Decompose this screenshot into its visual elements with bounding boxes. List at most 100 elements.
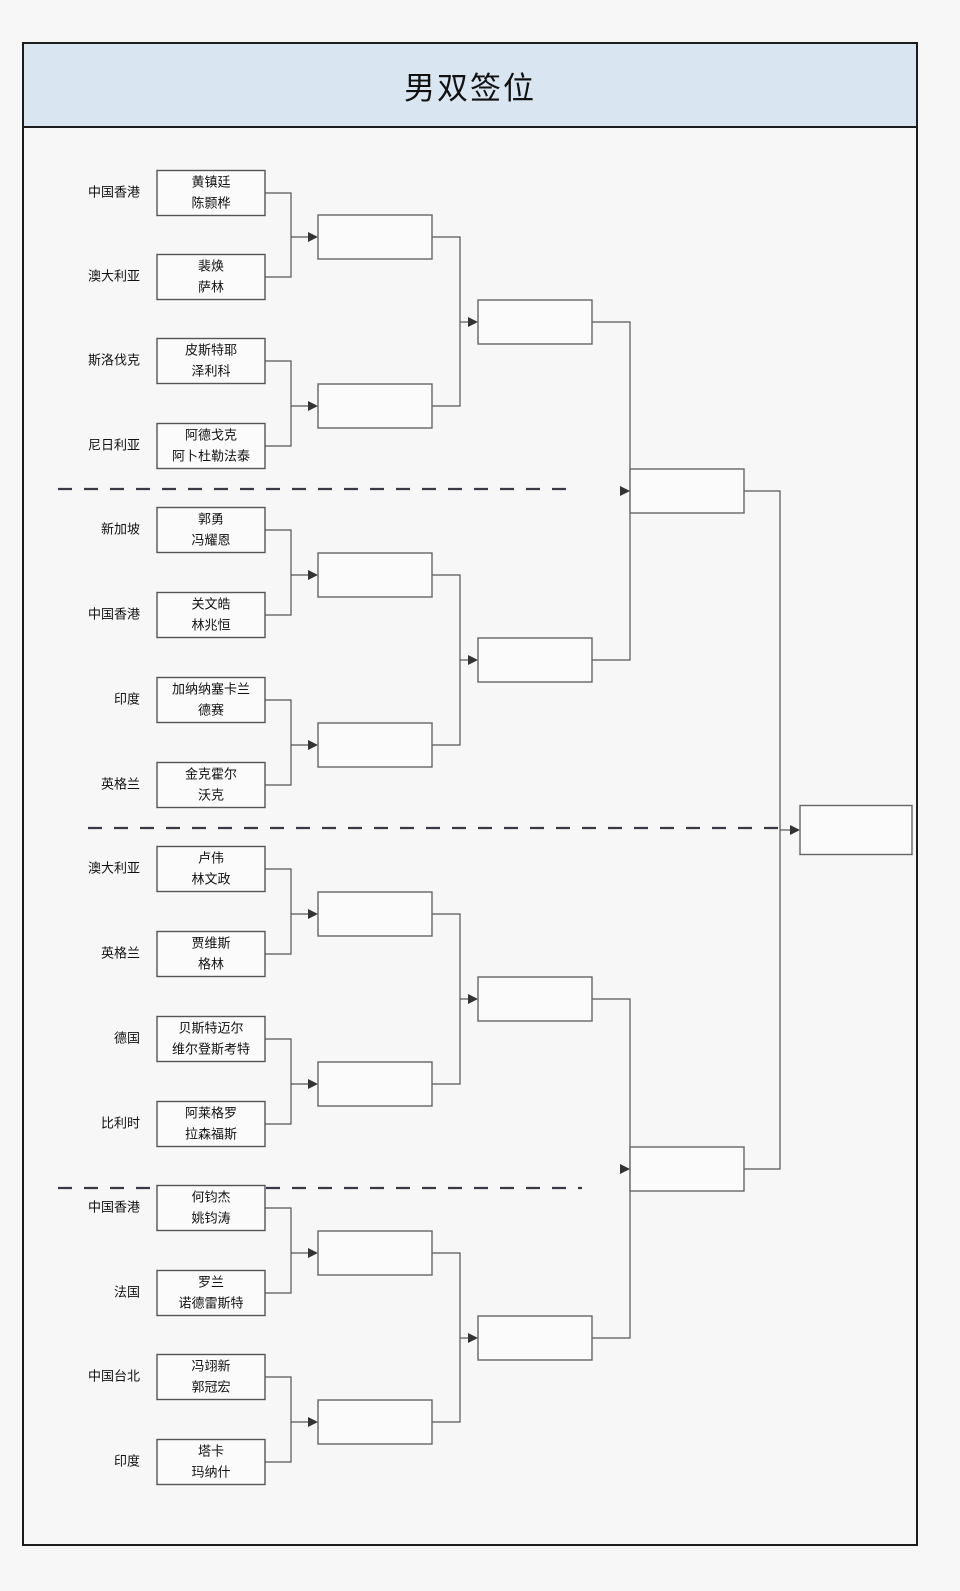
bracket-arrow-r2-6	[308, 1079, 318, 1089]
entry-player1-7: 加纳纳塞卡兰	[172, 682, 250, 698]
entry-country-16: 印度	[114, 1454, 140, 1470]
entry-country-1: 中国香港	[88, 186, 140, 201]
entry-country-12: 比利时	[101, 1117, 140, 1132]
round2-box-4[interactable]	[317, 722, 433, 768]
entry-player2-3: 泽利科	[191, 365, 230, 380]
entry-player2-7: 德赛	[198, 703, 224, 719]
round2-box-8[interactable]	[317, 1399, 433, 1445]
bracket-elbow-r2-2	[265, 360, 292, 447]
entry-box-12[interactable]	[156, 1100, 266, 1148]
entry-box-11[interactable]	[156, 1015, 266, 1063]
entry-country-4: 尼日利亚	[88, 439, 140, 454]
bracket-elbow-r2-5	[265, 868, 292, 955]
entry-player1-3: 皮斯特耶	[185, 344, 237, 359]
round3-box-1[interactable]	[477, 299, 593, 345]
round4-box-1[interactable]	[629, 468, 745, 514]
entry-player1-10: 贾维斯	[191, 937, 230, 952]
entry-player1-5: 郭勇	[198, 512, 224, 528]
entry-box-5[interactable]	[156, 506, 266, 554]
entry-player1-4: 阿德戈克	[185, 429, 237, 444]
entry-country-14: 法国	[114, 1286, 140, 1301]
entry-player1-11: 贝斯特迈尔	[178, 1022, 243, 1037]
entry-box-2[interactable]	[156, 253, 266, 301]
entry-player1-9: 卢伟	[198, 851, 224, 867]
entry-player1-16: 塔卡	[198, 1445, 224, 1460]
bracket-elbow-r2-6	[265, 1038, 292, 1125]
bracket-arrow-r2-2	[308, 401, 318, 411]
entry-player2-8: 沃克	[198, 789, 224, 804]
entry-box-7[interactable]	[156, 676, 266, 724]
entry-box-15[interactable]	[156, 1353, 266, 1401]
separator-group	[58, 487, 790, 1190]
bracket-elbow-r3-4	[432, 1252, 461, 1423]
entry-player2-10: 格林	[198, 957, 224, 973]
bracket-elbow-r3-1	[432, 236, 461, 407]
entry-country-11: 德国	[114, 1032, 140, 1047]
entry-player1-8: 金克霍尔	[185, 767, 237, 783]
entry-box-9[interactable]	[156, 845, 266, 893]
entry-player1-13: 何钧杰	[191, 1190, 230, 1206]
entry-player1-1: 黄镇廷	[191, 176, 230, 191]
entry-country-9: 澳大利亚	[88, 861, 140, 877]
bracket-arrow-r3-2	[468, 655, 478, 665]
entry-box-4[interactable]	[156, 422, 266, 470]
entry-player1-2: 裴焕	[198, 260, 224, 275]
bracket-arrow-r2-1	[308, 232, 318, 242]
round3-box-4[interactable]	[477, 1315, 593, 1361]
entry-box-1[interactable]	[156, 169, 266, 217]
bracket-arrow-final	[790, 825, 800, 835]
bracket-elbow-r2-7	[265, 1207, 292, 1294]
bracket-arrow-r2-4	[308, 740, 318, 750]
round4-box-2[interactable]	[629, 1146, 745, 1192]
entry-box-6[interactable]	[156, 591, 266, 639]
entry-box-14[interactable]	[156, 1269, 266, 1317]
entry-player2-11: 维尔登斯考特	[172, 1043, 250, 1058]
entry-country-10: 英格兰	[101, 946, 140, 962]
entry-box-8[interactable]	[156, 761, 266, 809]
entry-country-15: 中国台北	[88, 1370, 140, 1385]
entry-player2-1: 陈颢桦	[191, 196, 230, 212]
final-box[interactable]	[799, 804, 913, 856]
bracket-elbow-r2-3	[265, 529, 292, 616]
page-title: 男双签位	[404, 70, 536, 107]
round3-box-3[interactable]	[477, 976, 593, 1022]
entry-player1-15: 冯翊新	[191, 1359, 230, 1375]
entry-player2-4: 阿卜杜勒法泰	[172, 450, 250, 465]
entry-country-13: 中国香港	[88, 1201, 140, 1216]
round2-box-6[interactable]	[317, 1061, 433, 1107]
round2-box-7[interactable]	[317, 1230, 433, 1276]
entry-player2-9: 林文政	[191, 873, 230, 888]
title-band: 男双签位	[22, 42, 918, 128]
round2-box-1[interactable]	[317, 214, 433, 260]
entry-player2-5: 冯耀恩	[191, 534, 230, 549]
bracket-elbow-r3-2	[432, 574, 461, 746]
entry-player2-13: 姚钧涛	[191, 1211, 230, 1227]
round3-box-2[interactable]	[477, 637, 593, 683]
round2-box-3[interactable]	[317, 552, 433, 598]
round2-box-5[interactable]	[317, 891, 433, 937]
bracket-arrow-r3-1	[468, 317, 478, 327]
entry-country-3: 斯洛伐克	[88, 354, 140, 369]
bracket-elbow-r2-1	[265, 192, 292, 278]
entry-player2-6: 林兆恒	[191, 619, 230, 634]
bracket-arrow-r2-8	[308, 1417, 318, 1427]
bracket-elbow-r3-3	[432, 913, 461, 1085]
entry-player2-16: 玛纳什	[191, 1466, 230, 1481]
bracket-arrow-r2-5	[308, 909, 318, 919]
entry-player1-6: 关文皓	[191, 598, 230, 613]
entry-box-16[interactable]	[156, 1438, 266, 1486]
bracket-elbow-r2-4	[265, 699, 292, 786]
round2-box-2[interactable]	[317, 383, 433, 429]
entry-country-8: 英格兰	[101, 777, 140, 793]
entry-box-3[interactable]	[156, 337, 266, 385]
bracket-arrow-r2-3	[308, 570, 318, 580]
entry-player2-14: 诺德雷斯特	[178, 1297, 243, 1312]
entry-player1-14: 罗兰	[198, 1276, 224, 1291]
entry-box-10[interactable]	[156, 930, 266, 978]
bracket-elbow-final	[744, 490, 781, 1170]
entry-player2-12: 拉森福斯	[185, 1128, 237, 1143]
entry-player2-15: 郭冠宏	[191, 1380, 230, 1396]
label-group: 黄镇廷陈颢桦中国香港裴焕萨林澳大利亚皮斯特耶泽利科斯洛伐克阿德戈克阿卜杜勒法泰尼…	[88, 176, 250, 1481]
entry-box-13[interactable]	[156, 1184, 266, 1232]
